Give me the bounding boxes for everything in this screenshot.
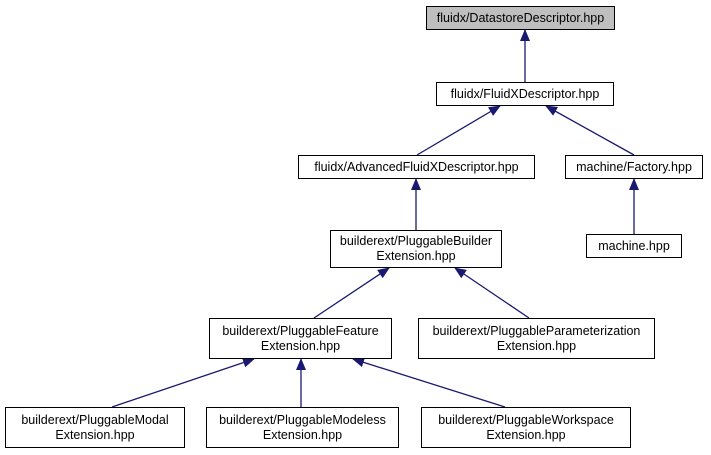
node-datastore-descriptor: fluidx/DatastoreDescriptor.hpp xyxy=(426,6,615,30)
node-machine-factory[interactable]: machine/Factory.hpp xyxy=(565,155,703,179)
node-label-line: Extension.hpp xyxy=(496,338,577,353)
node-label-line: fluidx/DatastoreDescriptor.hpp xyxy=(436,10,605,25)
node-label-line: machine.hpp xyxy=(598,238,670,253)
node-machine[interactable]: machine.hpp xyxy=(586,234,682,258)
node-label-line: builderext/PluggableFeature xyxy=(222,323,379,338)
node-label-line: fluidx/FluidXDescriptor.hpp xyxy=(450,86,600,101)
node-label-line: Extension.hpp xyxy=(260,338,341,353)
node-pluggable-feature-extension[interactable]: builderext/PluggableFeature Extension.hp… xyxy=(209,318,392,359)
edge-factory-to-fluidx xyxy=(545,105,635,156)
node-label-line: builderext/PluggableModeless xyxy=(219,412,386,427)
node-label-line: Extension.hpp xyxy=(376,249,456,263)
node-advanced-fluidx-descriptor[interactable]: fluidx/AdvancedFluidXDescriptor.hpp xyxy=(298,155,535,179)
node-label-line: builderext/PluggableBuilder xyxy=(339,234,493,248)
node-pluggable-modal-extension[interactable]: builderext/PluggableModal Extension.hpp xyxy=(5,407,185,448)
edge-modal-to-feature xyxy=(111,357,255,408)
node-pluggable-modeless-extension[interactable]: builderext/PluggableModeless Extension.h… xyxy=(206,407,399,448)
node-label-line: fluidx/AdvancedFluidXDescriptor.hpp xyxy=(314,159,519,174)
node-pluggable-parameterization-extension[interactable]: builderext/PluggableParameterization Ext… xyxy=(418,318,655,359)
node-fluidx-descriptor[interactable]: fluidx/FluidXDescriptor.hpp xyxy=(436,82,614,106)
node-pluggable-builder-extension[interactable]: builderext/PluggableBuilder Extension.hp… xyxy=(330,230,502,268)
edge-workspace-to-feature xyxy=(352,357,506,408)
node-label-line: builderext/PluggableModal xyxy=(21,412,169,427)
node-pluggable-workspace-extension[interactable]: builderext/PluggableWorkspace Extension.… xyxy=(421,407,631,448)
node-label-line: Extension.hpp xyxy=(486,427,566,442)
edge-parameterization-to-builder xyxy=(454,267,530,319)
edge-feature-to-builder xyxy=(313,267,390,319)
node-label-line: Extension.hpp xyxy=(262,427,343,442)
node-label-line: Extension.hpp xyxy=(55,427,135,442)
node-label-line: machine/Factory.hpp xyxy=(576,159,692,174)
edge-advanced-to-fluidx xyxy=(416,105,501,156)
node-label-line: builderext/PluggableWorkspace xyxy=(438,412,614,427)
node-label-line: builderext/PluggableParameterization xyxy=(432,323,641,338)
